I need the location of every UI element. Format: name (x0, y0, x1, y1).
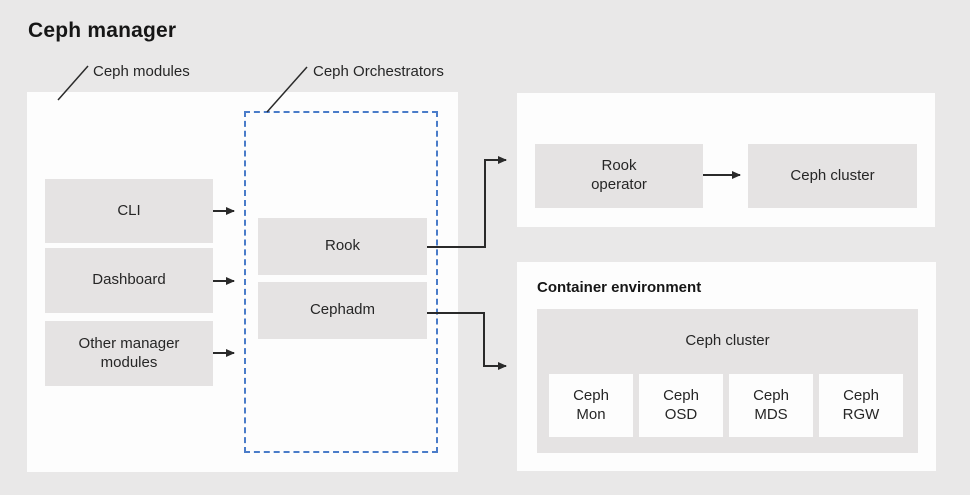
container-environment-title: Container environment (537, 279, 702, 296)
node-rook: Rook (258, 218, 427, 275)
node-cli-label: CLI (117, 201, 141, 219)
page-title: Ceph manager (28, 19, 177, 42)
node-rook-operator-label: Rook operator (591, 157, 647, 193)
node-ceph-mon: Ceph Mon (549, 374, 633, 437)
callout-ceph-modules-label: Ceph modules (93, 63, 190, 80)
node-dashboard-label: Dashboard (92, 271, 166, 289)
node-other-manager-modules: Other manager modules (45, 321, 213, 386)
node-rook-label: Rook (324, 237, 361, 255)
node-ceph-osd: Ceph OSD (639, 374, 723, 437)
node-ceph-rgw-label: Ceph RGW (842, 386, 880, 423)
node-dashboard: Dashboard (45, 248, 213, 313)
callout-ceph-orchestrators-label: Ceph Orchestrators (313, 63, 444, 80)
node-ceph-mds: Ceph MDS (729, 374, 813, 437)
node-ceph-mds-label: Ceph MDS (753, 386, 789, 423)
node-ceph-cluster-label: Ceph cluster (790, 166, 875, 184)
node-rook-operator: Rook operator (535, 144, 703, 208)
node-ceph-mon-label: Ceph Mon (573, 386, 609, 423)
node-cephadm-label: Cephadm (309, 301, 376, 319)
node-cli: CLI (45, 179, 213, 243)
ceph-orchestrators-box (244, 111, 438, 453)
node-cephadm: Cephadm (258, 282, 427, 339)
node-ceph-cluster: Ceph cluster (748, 144, 917, 208)
node-other-manager-modules-label: Other manager modules (78, 334, 180, 371)
ceph-cluster-container-label: Ceph cluster (685, 332, 770, 349)
node-ceph-osd-label: Ceph OSD (663, 386, 699, 423)
node-ceph-rgw: Ceph RGW (819, 374, 903, 437)
